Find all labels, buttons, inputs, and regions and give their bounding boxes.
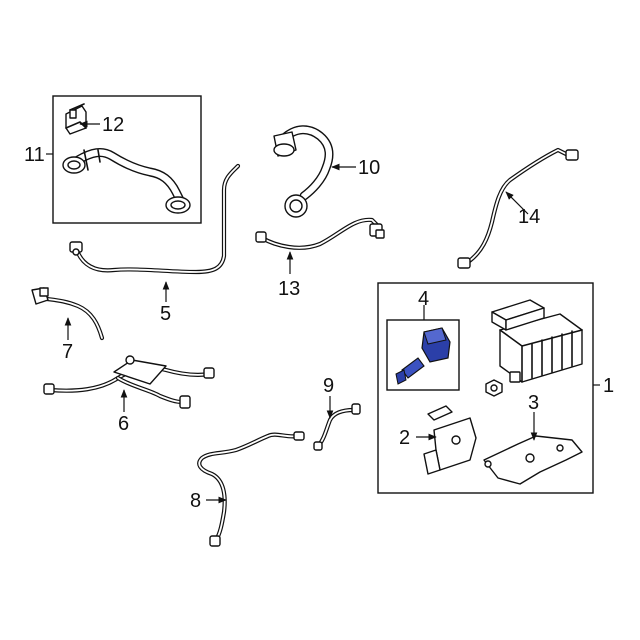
- part-13-tube[interactable]: [255, 217, 385, 250]
- callout-12: 12: [102, 114, 124, 136]
- part-3-plate[interactable]: [483, 435, 583, 485]
- callout-14: 14: [518, 206, 540, 228]
- part-9-tube[interactable]: [313, 403, 361, 451]
- callout-1: 1: [603, 375, 614, 397]
- callout-3: 3: [528, 392, 539, 414]
- leader-lines: [46, 120, 600, 504]
- callout-8: 8: [190, 490, 201, 512]
- callout-9: 9: [323, 375, 334, 397]
- part-2-bracket[interactable]: [423, 405, 477, 475]
- callout-6: 6: [118, 413, 129, 435]
- part-10-hose[interactable]: [273, 125, 334, 218]
- group-box-4: [386, 319, 460, 391]
- part-11-hose[interactable]: [62, 148, 191, 214]
- part-8-tube[interactable]: [197, 431, 305, 547]
- callout-10: 10: [358, 157, 380, 179]
- part-7-tube[interactable]: [31, 287, 105, 341]
- callout-7: 7: [62, 341, 73, 363]
- callout-5: 5: [160, 303, 171, 325]
- part-6-harness[interactable]: [43, 355, 215, 409]
- callout-2: 2: [399, 427, 410, 449]
- group-box-1: [377, 282, 594, 494]
- part-4-solenoid[interactable]: [395, 327, 451, 385]
- part-14-tube[interactable]: [457, 147, 579, 269]
- part-1-canister[interactable]: [491, 299, 583, 383]
- callout-13: 13: [278, 278, 300, 300]
- part-12-sensor[interactable]: [65, 103, 87, 135]
- callout-labels: 11 12 10 14 13 5 7 6 9 8 4 1 2 3: [24, 114, 614, 512]
- part-5-tube[interactable]: [69, 163, 241, 275]
- nut: [485, 379, 503, 397]
- group-box-11: [52, 95, 202, 224]
- callout-4: 4: [418, 288, 429, 310]
- callout-11: 11: [24, 144, 45, 166]
